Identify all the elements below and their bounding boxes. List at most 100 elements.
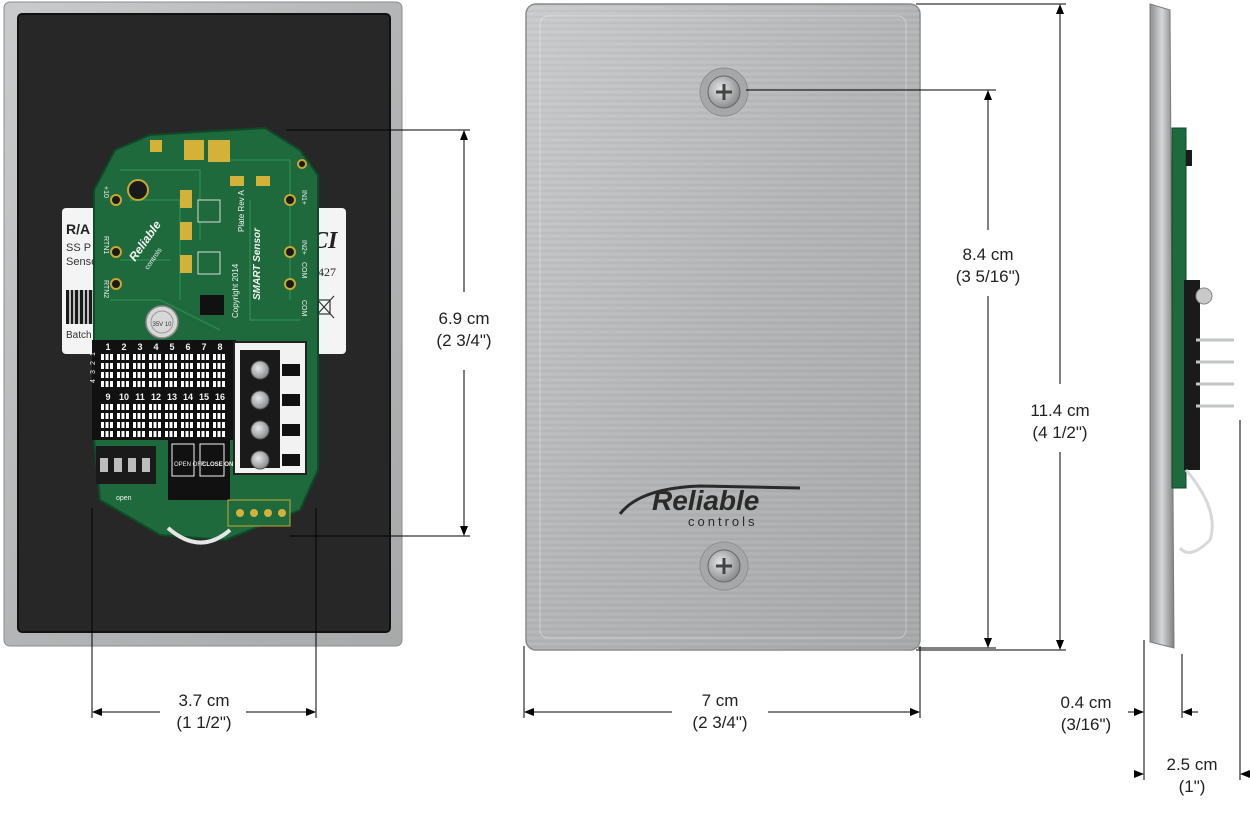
- pcb-terminal-label: IN2+: [300, 240, 307, 255]
- top-screw-icon: [699, 67, 749, 117]
- pcb-terminal-label: RTN1: [102, 236, 109, 254]
- dip-grid-cell: [142, 354, 145, 360]
- dip-grid-cell: [201, 404, 205, 410]
- plate-height-imperial: (4 1/2"): [1032, 423, 1088, 442]
- dip-grid-cell: [153, 372, 157, 378]
- dip-grid-cell: [169, 381, 173, 387]
- open-off-label: OPEN OFF: [174, 462, 205, 468]
- dip-grid-cell: [105, 381, 109, 387]
- terminal-screw: [250, 390, 270, 410]
- dip-grid-cell: [197, 381, 200, 387]
- dip-grid-cell: [217, 404, 221, 410]
- dip-grid-cell: [133, 354, 136, 360]
- board-height-imperial: (2 3/4"): [436, 331, 492, 350]
- dip-column-label: 4: [153, 342, 158, 352]
- dip-column-label: 1: [105, 342, 110, 352]
- back-view: R/A SS P Sense Batch CI 1427: [3, 1, 403, 647]
- dimension-lines: [91, 3, 1250, 780]
- plate-thickness-metric: 0.4 cm: [1060, 693, 1112, 712]
- close-on-jumper: [199, 443, 225, 477]
- dip-grid-cell: [133, 413, 136, 419]
- dip-grid-cell: [117, 422, 120, 428]
- dip-grid-cell: [105, 413, 109, 419]
- dip-grid-cell: [174, 413, 177, 419]
- dip-grid-cell: [121, 363, 125, 369]
- dip-grid-cell: [217, 413, 221, 419]
- dip-grid-cell: [165, 404, 168, 410]
- dip-grid-cell: [169, 363, 173, 369]
- dip-grid-cell: [213, 404, 216, 410]
- pcb-terminal-label: +10: [102, 186, 109, 198]
- dip-grid-cell: [133, 381, 136, 387]
- dip-grid-cell: [213, 431, 216, 437]
- dip-grid-cell: [213, 381, 216, 387]
- dip-grid-cell: [174, 422, 177, 428]
- dip-grid-cell: [149, 431, 152, 437]
- dip-grid-cell: [174, 431, 177, 437]
- pcb-terminal-label: RTN2: [102, 280, 109, 298]
- dip-grid-cell: [222, 381, 225, 387]
- plate-height-metric: 11.4 cm: [1030, 401, 1090, 420]
- dip-column-label: 11: [135, 392, 145, 402]
- dip-grid-cell: [181, 381, 184, 387]
- dip-grid-cell: [133, 372, 136, 378]
- dip-grid-cell: [213, 372, 216, 378]
- label-line-4: Batch: [66, 330, 92, 341]
- dip-grid-cell: [158, 413, 161, 419]
- dip-grid-cell: [110, 431, 113, 437]
- dip-grid-cell: [165, 354, 168, 360]
- dip-grid-cell: [197, 431, 200, 437]
- dip-grid-cell: [206, 372, 209, 378]
- dip-grid-cell: [190, 381, 193, 387]
- brand-logo-subtext: controls: [688, 514, 758, 529]
- dip-grid-cell: [181, 431, 184, 437]
- dip-grid-cell: [165, 422, 168, 428]
- dip-grid-cell: [117, 381, 120, 387]
- plate-thickness-dimension: 0.4 cm (3/16"): [1046, 692, 1126, 736]
- total-depth-metric: 2.5 cm: [1166, 755, 1218, 774]
- brand-logo: Reliable controls: [618, 484, 801, 529]
- dip-grid-cell: [165, 372, 168, 378]
- plate-thickness-imperial: (3/16"): [1060, 715, 1112, 734]
- dip-grid-cell: [110, 354, 113, 360]
- dip-grid-cell: [101, 363, 104, 369]
- dip-grid-cell: [121, 413, 125, 419]
- dip-grid-cell: [117, 354, 120, 360]
- board-width-dimension: 3.7 cm (1 1/2"): [164, 690, 244, 734]
- dip-grid-cell: [206, 354, 209, 360]
- dip-grid-cell: [149, 413, 152, 419]
- dip-grid-cell: [206, 422, 209, 428]
- screw-spacing-metric: 8.4 cm: [962, 245, 1014, 264]
- dip-grid-cell: [126, 372, 129, 378]
- dip-column-label: 14: [183, 392, 193, 402]
- label-line-1: R/A: [66, 221, 90, 237]
- dip-grid-cell: [126, 404, 129, 410]
- dip-grid-cell: [117, 431, 120, 437]
- dip-grid-cell: [149, 422, 152, 428]
- dip-grid-cell: [174, 354, 177, 360]
- dip-grid-cell: [133, 431, 136, 437]
- dip-grid-cell: [117, 372, 120, 378]
- dip-grid-cell: [222, 422, 225, 428]
- dip-grid-cell: [185, 354, 189, 360]
- dip-grid-cell: [201, 431, 205, 437]
- dip-grid-cell: [190, 422, 193, 428]
- plate-width-imperial: (2 3/4"): [692, 713, 748, 732]
- dip-grid-cell: [197, 422, 200, 428]
- dip-grid-cell: [101, 404, 104, 410]
- capacitor-label: 35V 10: [152, 322, 172, 328]
- dip-grid-cell: [121, 372, 125, 378]
- dip-grid-cell: [197, 363, 200, 369]
- dip-grid-cell: [222, 372, 225, 378]
- dip-grid-cell: [197, 354, 200, 360]
- dip-grid-cell: [158, 431, 161, 437]
- dip-grid-cell: [101, 413, 104, 419]
- dip-grid-cell: [206, 404, 209, 410]
- dip-grid-cell: [185, 372, 189, 378]
- dip-grid-cell: [201, 372, 205, 378]
- dip-grid-cell: [181, 422, 184, 428]
- plate-width-dimension: 7 cm (2 3/4"): [676, 690, 764, 734]
- dip-grid-cell: [217, 381, 221, 387]
- dip-grid-cell: [174, 381, 177, 387]
